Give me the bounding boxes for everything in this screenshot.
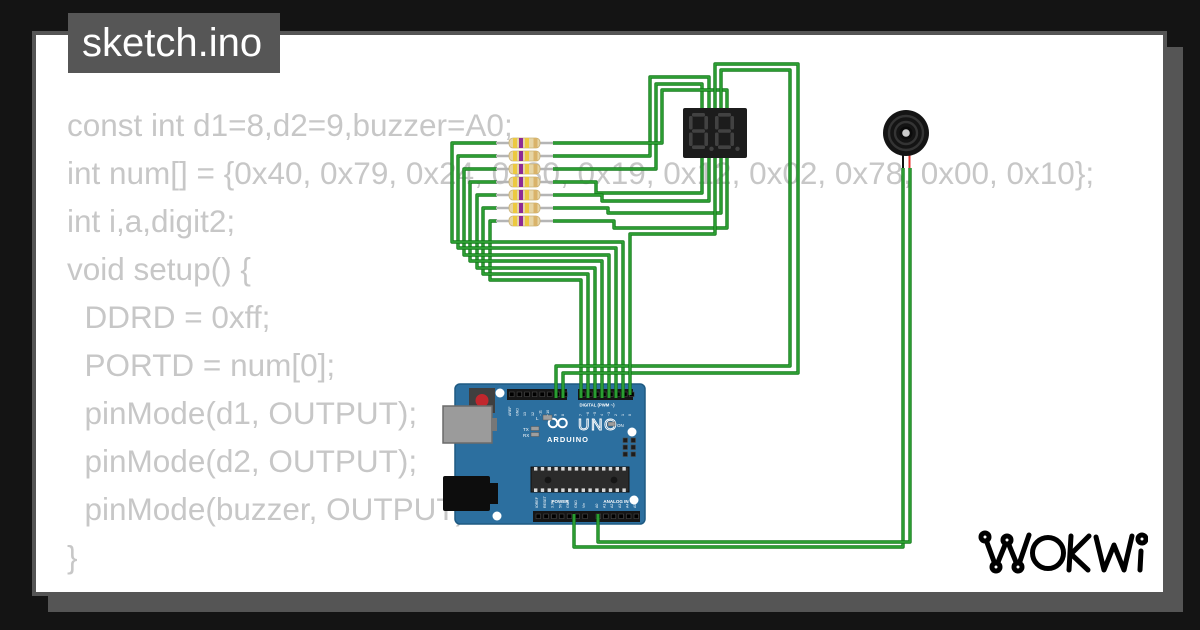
logo-node: [1135, 532, 1148, 546]
logo-node: [978, 530, 992, 544]
logo-letter-k: [1068, 533, 1092, 573]
logo-letter-i: [1137, 548, 1144, 573]
sketch-code: const int d1=8,d2=9,buzzer=A0; int num[]…: [67, 107, 1095, 592]
logo-letter-o: [1030, 535, 1066, 571]
logo-node: [989, 560, 1003, 574]
logo-letter-w2: [1093, 533, 1135, 573]
sketch-filename: sketch.ino: [68, 13, 281, 73]
logo-node: [1011, 560, 1025, 574]
simulation-canvas: const int d1=8,d2=9,buzzer=A0; int num[]…: [32, 31, 1167, 596]
wokwi-logo: WOKWI: [978, 530, 1148, 574]
logo-node: [1000, 533, 1014, 547]
